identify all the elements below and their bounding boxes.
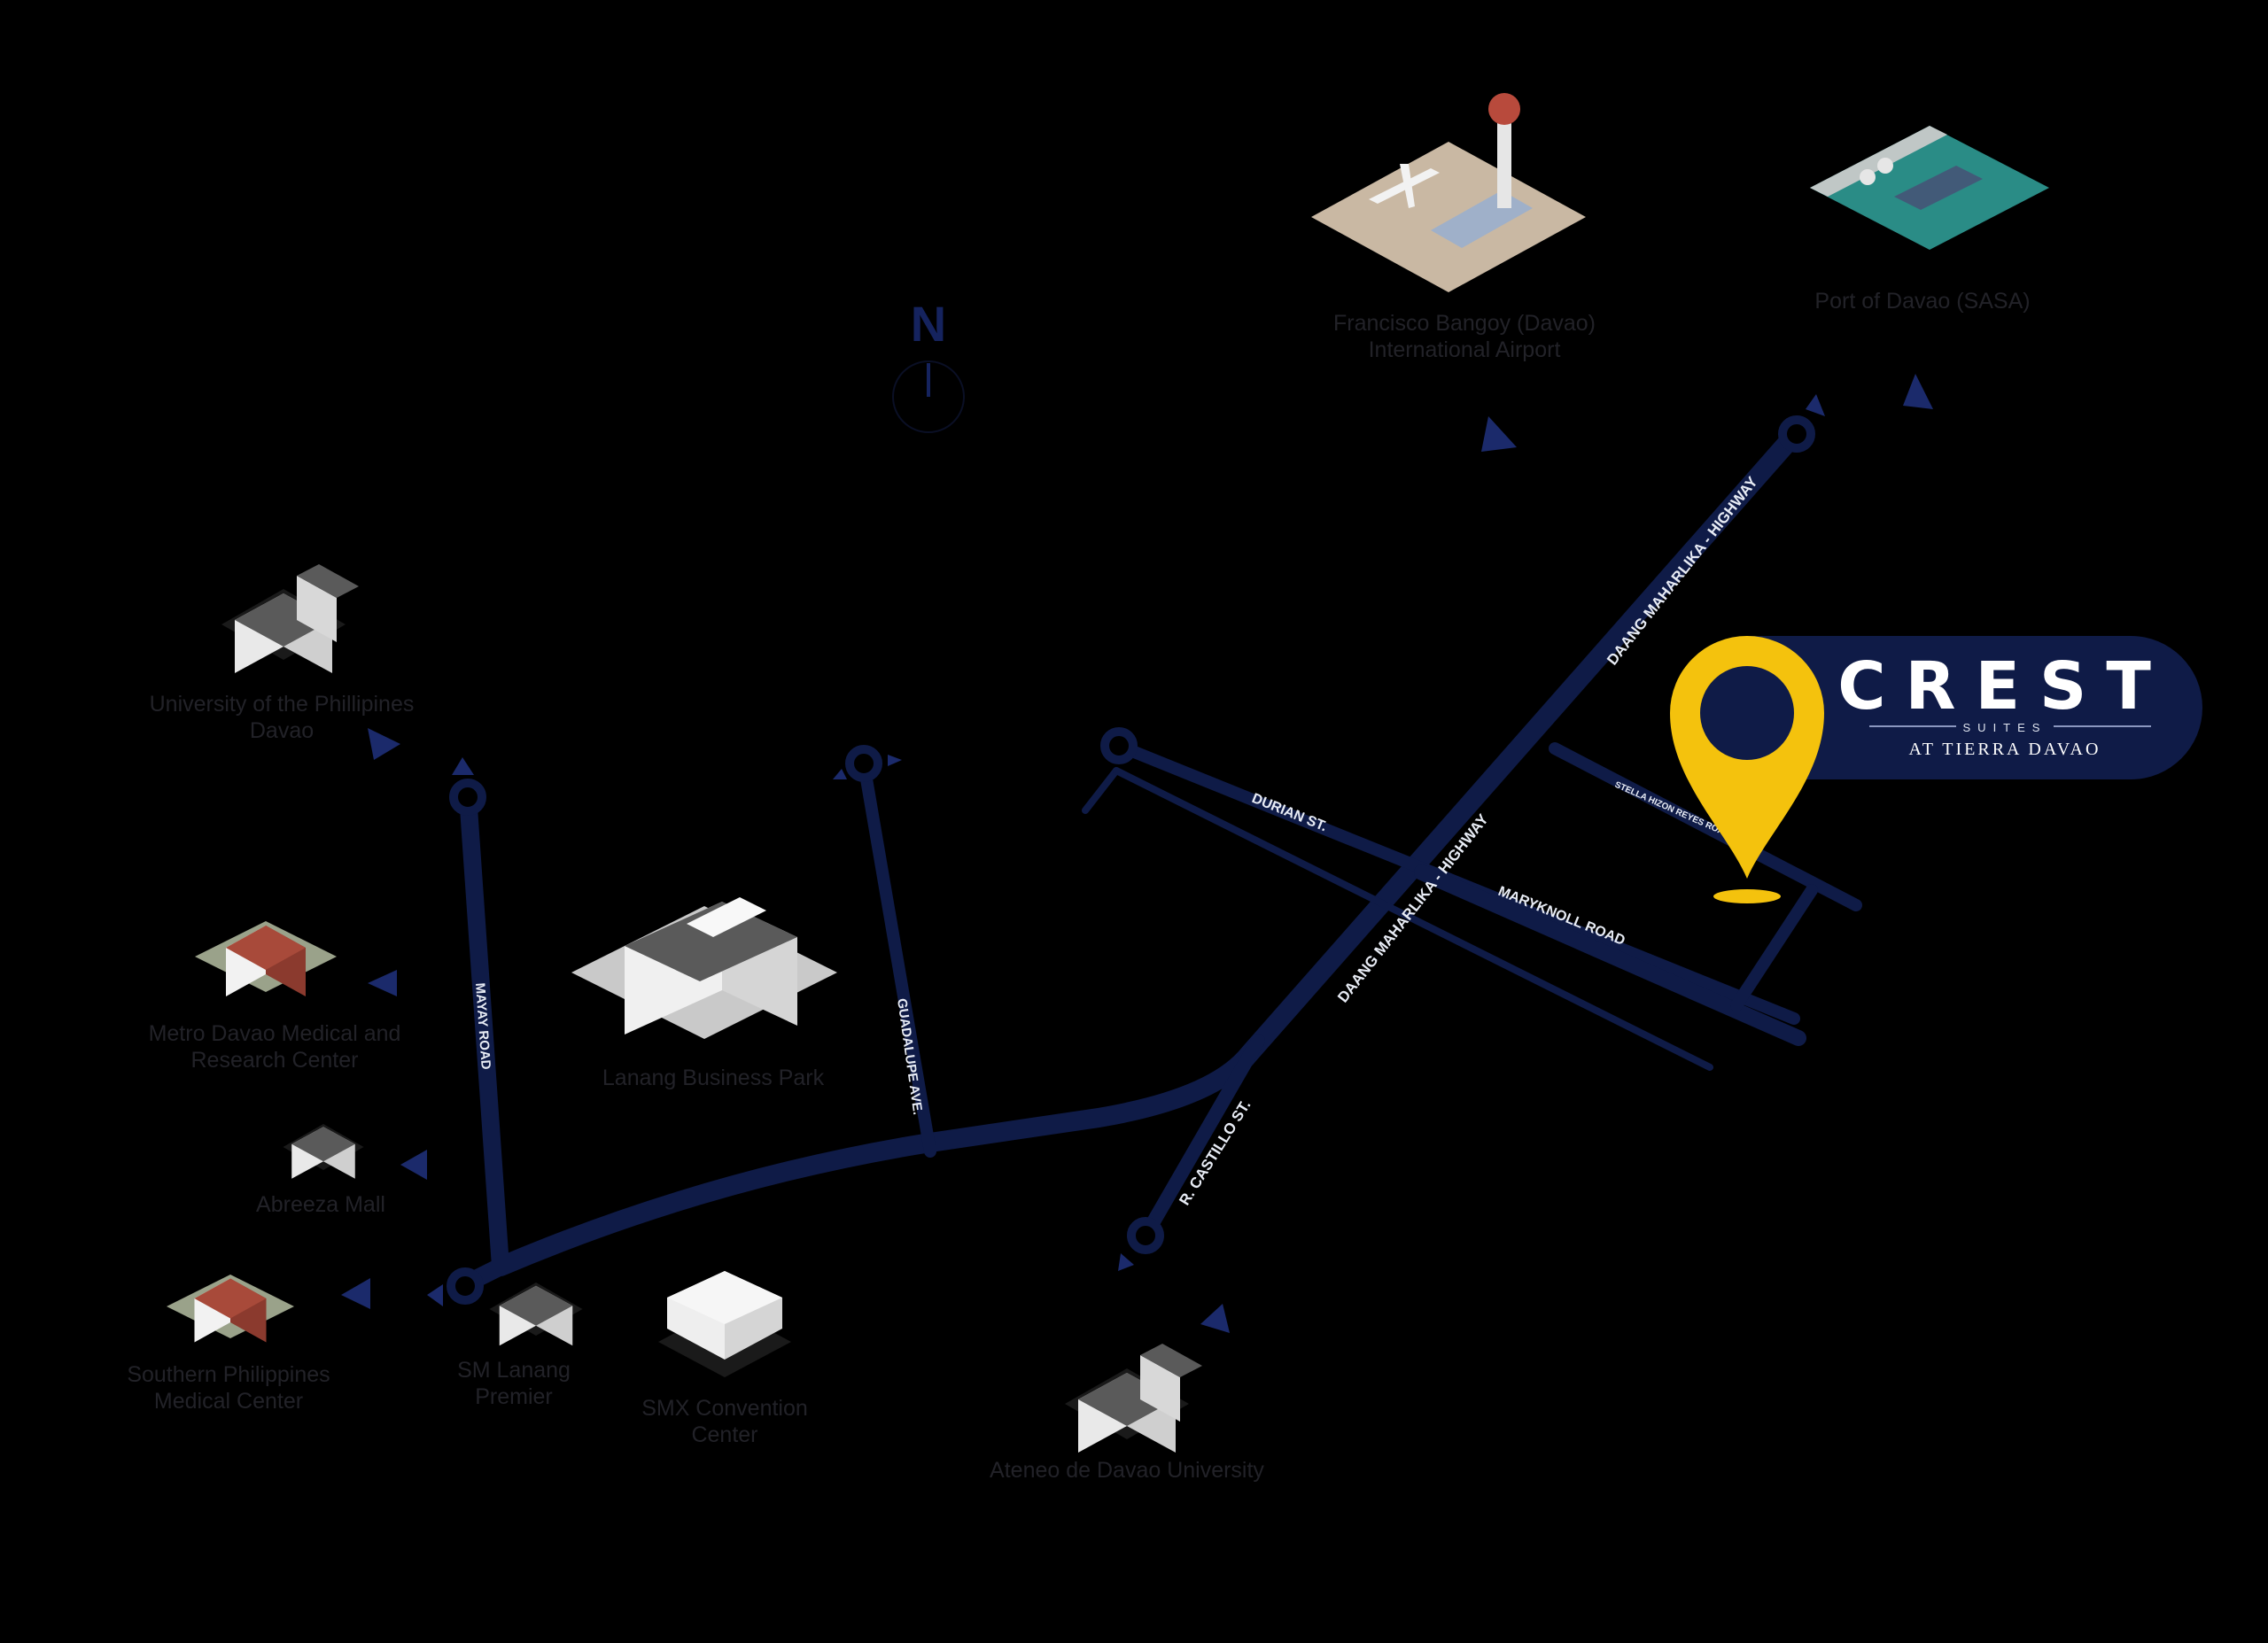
road-labels: DAANG MAHARLIKA - HIGHWAY DAANG MAHARLIK… bbox=[472, 473, 1761, 1208]
label-airport-line2: International Airport bbox=[1369, 337, 1561, 362]
port-icon bbox=[1810, 126, 2049, 250]
compass-north-label: N bbox=[911, 296, 946, 352]
brand-tagline: AT TIERRA DAVAO bbox=[1909, 740, 2101, 759]
hospital-icon bbox=[167, 1275, 294, 1343]
node-castillo-south bbox=[1127, 1217, 1164, 1254]
label-lanang-bp-line1: Lanang Business Park bbox=[602, 1066, 825, 1090]
direction-arrow-icon bbox=[452, 757, 474, 775]
lower-branch bbox=[1113, 767, 1713, 1071]
university-icon bbox=[221, 564, 359, 673]
label-airport: Francisco Bangoy (Davao)International Ai… bbox=[1333, 311, 1596, 362]
direction-arrow-icon bbox=[833, 769, 847, 779]
direction-arrow-icon bbox=[341, 1278, 370, 1309]
direction-arrow-icon bbox=[1118, 1253, 1134, 1271]
building-icon bbox=[571, 897, 837, 1039]
label-lanang-bp: Lanang Business Park bbox=[602, 1066, 825, 1090]
label-southern-ph-line1: Southern Philippines bbox=[127, 1362, 330, 1387]
node-mayay-north bbox=[449, 779, 486, 816]
label-metro-davao-line2: Research Center bbox=[191, 1048, 359, 1073]
node-guadalupe-north bbox=[845, 745, 882, 782]
direction-arrow-icon bbox=[1481, 416, 1517, 452]
label-abreeza: Abreeza Mall bbox=[256, 1192, 385, 1217]
airport-icon bbox=[1311, 93, 1586, 292]
road-label-mayay: MAYAY ROAD bbox=[472, 982, 493, 1070]
university-icon bbox=[1065, 1344, 1202, 1453]
label-up-davao-line1: University of the Phillipines bbox=[150, 692, 415, 717]
building-icon bbox=[658, 1271, 791, 1377]
direction-arrow-icon bbox=[1200, 1304, 1230, 1333]
direction-arrow-icon bbox=[368, 728, 400, 760]
direction-arrow-icon bbox=[888, 755, 902, 766]
label-southern-ph-line2: Medical Center bbox=[154, 1389, 303, 1414]
label-port: Port of Davao (SASA) bbox=[1814, 289, 2030, 314]
label-port-line1: Port of Davao (SASA) bbox=[1814, 289, 2030, 314]
road-label-durian: DURIAN ST. bbox=[1250, 791, 1330, 834]
direction-arrow-icon bbox=[427, 1284, 443, 1306]
label-airport-line1: Francisco Bangoy (Davao) bbox=[1333, 311, 1596, 336]
stella-hizon-reyes-road bbox=[1549, 742, 1862, 911]
guadalupe-ave bbox=[858, 757, 936, 1158]
r-castillo-st bbox=[1138, 1034, 1265, 1243]
location-pin-icon bbox=[1670, 636, 1824, 903]
direction-arrow-icon bbox=[400, 1150, 427, 1180]
road-network bbox=[456, 422, 1862, 1293]
label-ateneo: Ateneo de Davao University bbox=[990, 1458, 1264, 1483]
label-up-davao-line2: Davao bbox=[250, 718, 314, 743]
mall-icon bbox=[283, 1124, 364, 1179]
direction-arrows bbox=[341, 374, 1933, 1333]
side-road-west bbox=[1082, 767, 1120, 814]
label-metro-davao-line1: Metro Davao Medical and bbox=[149, 1021, 401, 1046]
node-maharlika-north bbox=[1778, 415, 1815, 453]
label-smx-line1: SMX Convention bbox=[641, 1396, 808, 1421]
direction-arrow-icon bbox=[368, 970, 397, 996]
destination-panel bbox=[1750, 636, 2202, 779]
road-nodes bbox=[447, 415, 1815, 1305]
destination-marker[interactable]: CREST SUITES AT TIERRA DAVAO bbox=[1670, 636, 2202, 903]
compass-icon: N bbox=[892, 296, 965, 433]
landmark-labels: Francisco Bangoy (Davao)International Ai… bbox=[127, 289, 2030, 1483]
node-mayay-south bbox=[447, 1267, 484, 1305]
label-sm-lanang-line2: Premier bbox=[475, 1384, 553, 1409]
road-label-guadalupe: GUADALUPE AVE. bbox=[894, 997, 925, 1116]
hospital-icon bbox=[195, 921, 337, 996]
mall-icon bbox=[489, 1283, 583, 1346]
brand-title: CREST bbox=[1837, 648, 2171, 725]
daang-maharlika-highway bbox=[491, 422, 1806, 1276]
label-sm-lanang-line1: SM Lanang bbox=[457, 1358, 571, 1383]
direction-arrow-icon bbox=[1806, 394, 1825, 416]
brand-subtitle: SUITES bbox=[1963, 721, 2047, 734]
side-road-east bbox=[1730, 884, 1818, 1011]
node-durian-west bbox=[1100, 727, 1138, 764]
label-ateneo-line1: Ateneo de Davao University bbox=[990, 1458, 1264, 1483]
direction-arrow-icon bbox=[1903, 374, 1933, 409]
label-smx-line2: Center bbox=[691, 1422, 757, 1447]
label-abreeza-line1: Abreeza Mall bbox=[256, 1192, 385, 1217]
